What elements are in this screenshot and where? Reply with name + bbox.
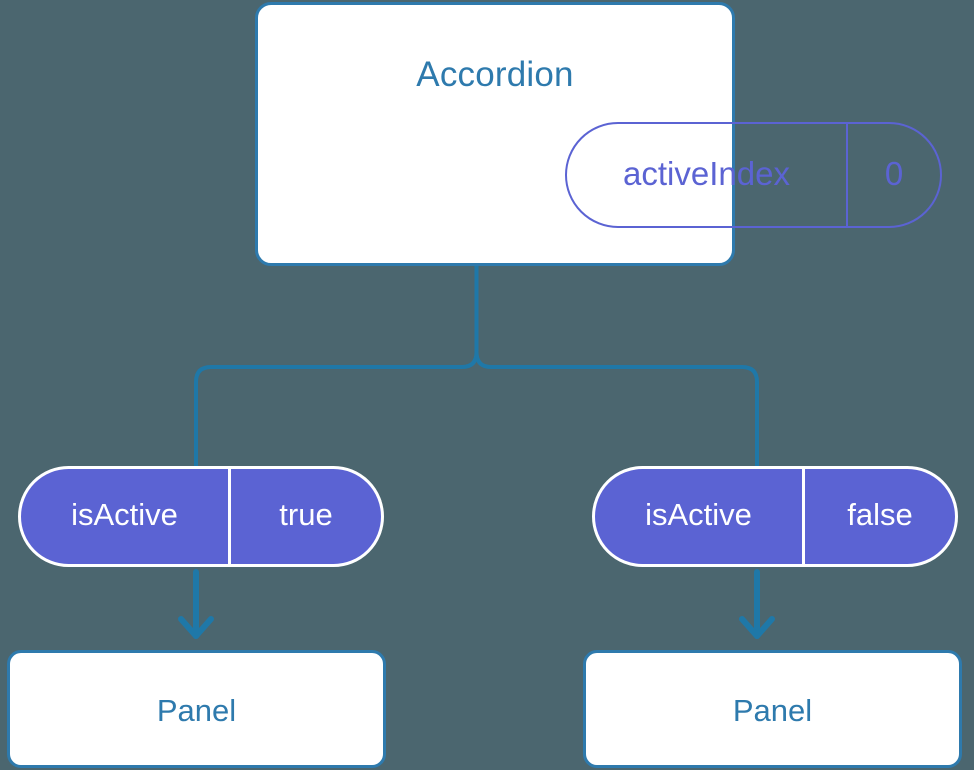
branch-line bbox=[194, 350, 759, 468]
accordion-prop-value: 0 bbox=[884, 154, 904, 192]
right-prop-value: false bbox=[847, 497, 913, 532]
left-panel-title: Panel bbox=[156, 693, 237, 728]
right-prop-isactive[interactable]: isActive false bbox=[592, 466, 958, 567]
accordion-prop-activeindex[interactable]: activeIndex 0 bbox=[565, 122, 942, 228]
left-arrow-head-icon bbox=[178, 616, 214, 639]
left-panel-card[interactable]: Panel bbox=[7, 650, 386, 768]
accordion-component-card[interactable]: Accordion activeIndex 0 bbox=[255, 2, 942, 266]
right-prop-key: isActive bbox=[595, 469, 805, 564]
right-arrow-head-icon bbox=[739, 616, 775, 639]
right-panel-card[interactable]: Panel bbox=[583, 650, 962, 768]
left-prop-value: true bbox=[279, 497, 333, 532]
left-prop-key: isActive bbox=[21, 469, 231, 564]
accordion-prop-key: activeIndex bbox=[567, 124, 848, 226]
left-prop-isactive[interactable]: isActive true bbox=[18, 466, 384, 567]
right-panel-title: Panel bbox=[732, 693, 813, 728]
accordion-title: Accordion bbox=[416, 55, 574, 94]
